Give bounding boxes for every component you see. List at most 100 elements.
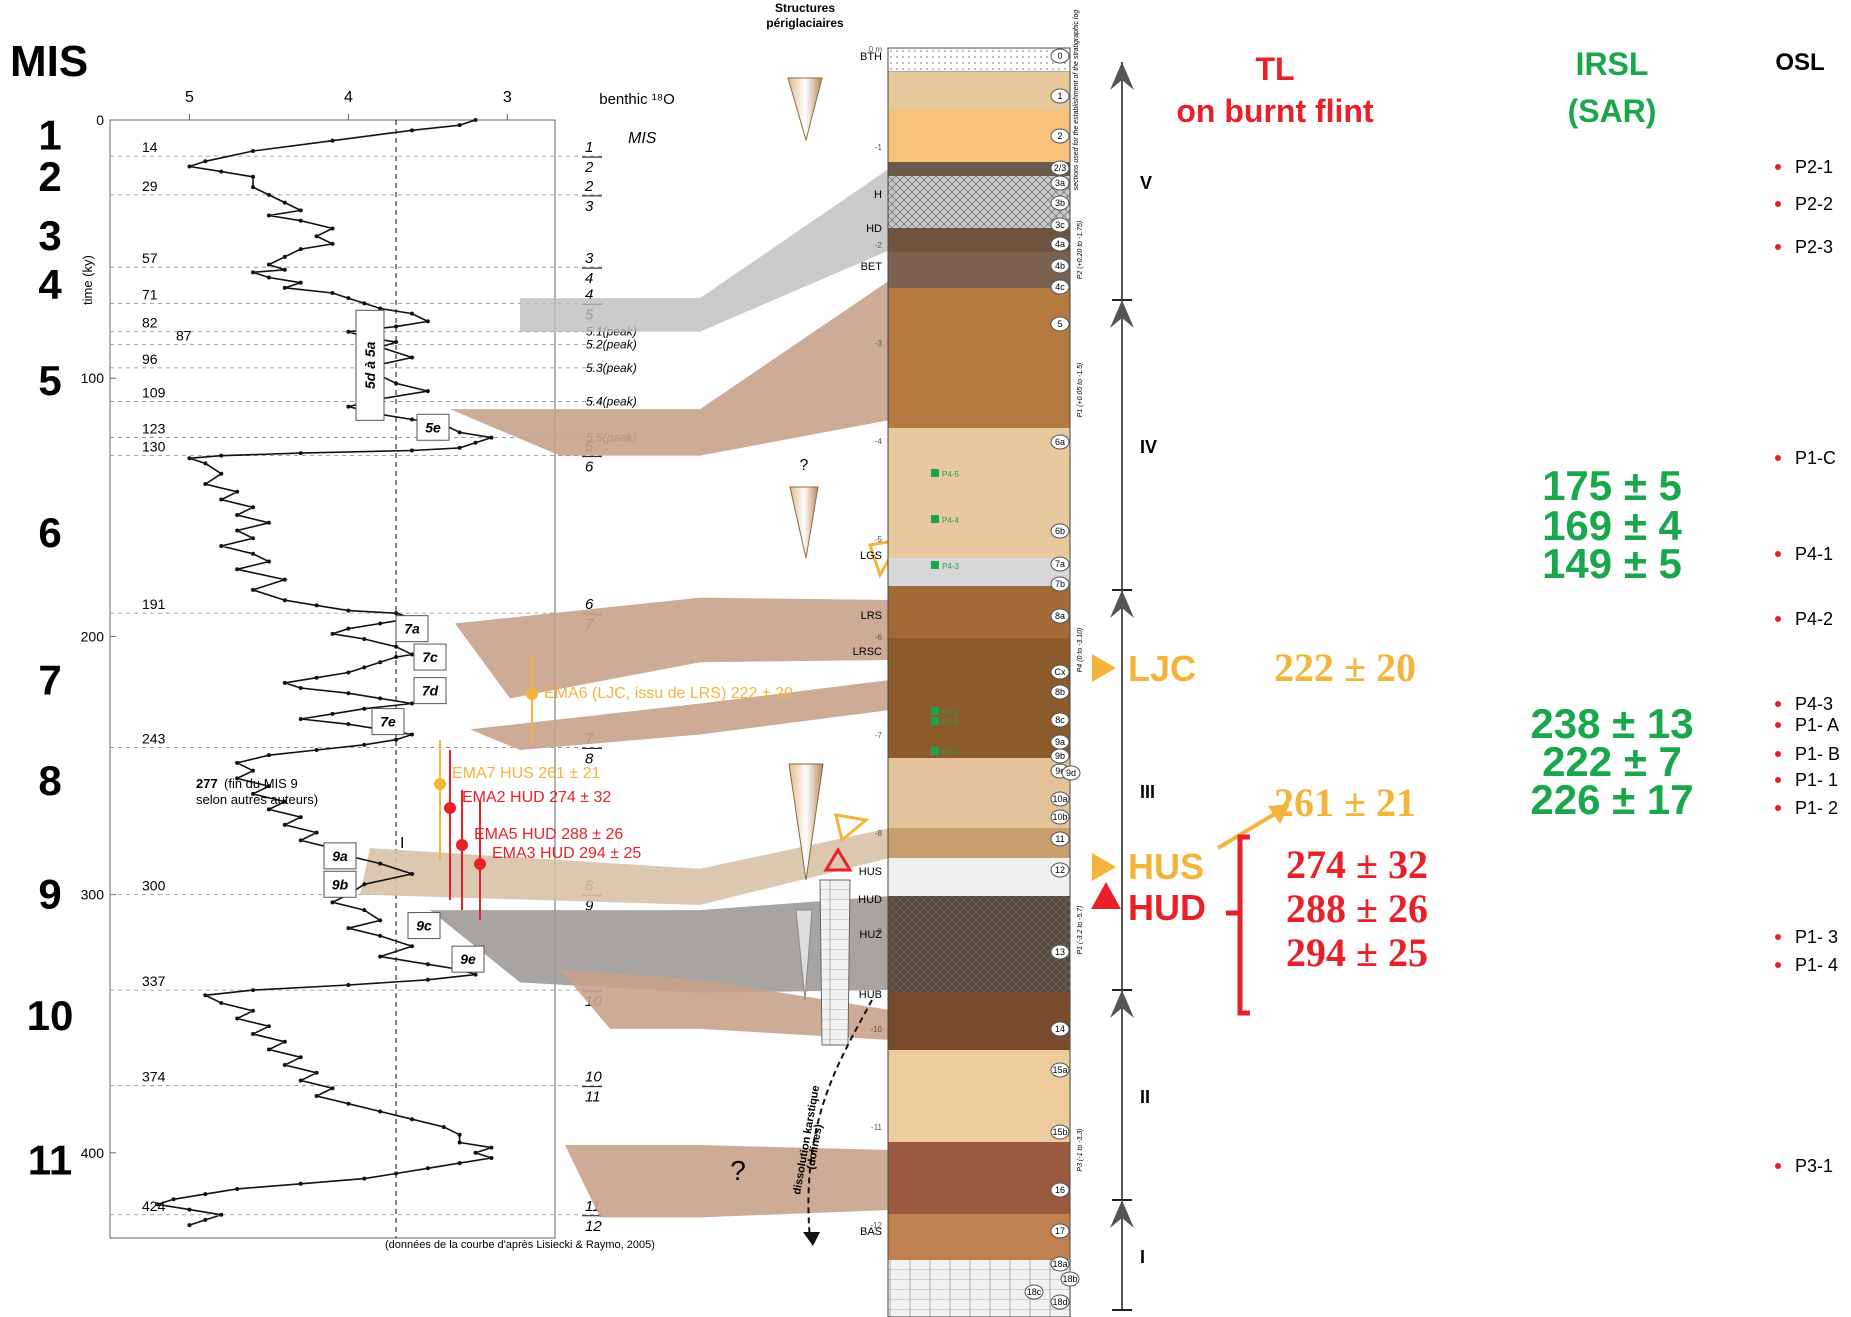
- unit-label: 12: [1055, 865, 1065, 875]
- d18o-point: [473, 972, 478, 977]
- mis-column-title: MIS: [10, 37, 88, 86]
- osl-sample-label: P1- 4: [1795, 955, 1838, 975]
- substage-box: [413, 677, 447, 705]
- ema-label: EMA5 HUD 288 ± 26: [474, 826, 623, 843]
- unit-label: 18a: [1052, 1259, 1067, 1269]
- section-note: P3 (-1 to -3.3): [1077, 1128, 1084, 1171]
- d18o-point: [251, 551, 256, 556]
- level-label: LRSC: [853, 646, 882, 658]
- d18o-point: [378, 1109, 383, 1114]
- d18o-point: [409, 1117, 414, 1122]
- d18o-point: [282, 285, 287, 290]
- unit-marker: [1050, 128, 1070, 144]
- d18o-point: [266, 753, 271, 758]
- d18o-point: [187, 1223, 192, 1228]
- unit-marker: [1050, 712, 1070, 728]
- hud-tl-value-1: 274 ± 32: [1286, 842, 1428, 887]
- osl-sample-label: P4-1: [1795, 544, 1833, 564]
- unit-label: 5: [1057, 319, 1062, 329]
- unit-marker: [1050, 576, 1070, 592]
- d18o-point: [219, 1212, 224, 1217]
- source-note: (données de la courbe d'après Lisiecki &…: [385, 1239, 655, 1251]
- unit-marker: [1050, 236, 1070, 252]
- d18o-point: [251, 270, 256, 275]
- d18o-point: [457, 123, 462, 128]
- sample-square: [931, 707, 939, 715]
- osl-sample-label: P2-3: [1795, 237, 1833, 257]
- substage-label: 5d à 5a: [362, 341, 378, 389]
- unit-marker: [1024, 1284, 1044, 1300]
- d18o-point: [314, 1093, 319, 1098]
- osl-dot: [1775, 1163, 1781, 1169]
- depth-label: -2: [875, 241, 883, 250]
- d18o-point: [378, 861, 383, 866]
- boundary-age-label: 191: [142, 596, 166, 612]
- burnt-flint-marker-hud: [823, 847, 853, 872]
- unit-label: 4b: [1055, 261, 1065, 271]
- unit-label: 9c: [1055, 766, 1065, 776]
- layer-9: [888, 758, 1070, 828]
- d18o-point: [409, 871, 414, 876]
- depth-label: -4: [875, 437, 883, 446]
- d18o-point: [314, 830, 319, 835]
- d18o-point: [235, 489, 240, 494]
- x-tick-label: 4: [344, 89, 353, 106]
- unit-marker: [1050, 1294, 1070, 1310]
- hud-label: HUD: [1128, 887, 1206, 928]
- layer-8b: [888, 638, 1070, 758]
- mis-header-label: MIS: [628, 130, 657, 147]
- d18o-point: [394, 324, 399, 329]
- level-label: HUB: [859, 989, 882, 1001]
- correlation-band: [430, 896, 890, 993]
- layer-6: [888, 428, 1070, 558]
- d18o-point: [457, 1161, 462, 1166]
- boundary-age-label: 374: [142, 1069, 166, 1085]
- tl-header-2: on burnt flint: [1176, 93, 1374, 129]
- irsl-value: 222 ± 7: [1542, 738, 1682, 785]
- osl-header: OSL: [1775, 49, 1824, 76]
- d18o-point: [298, 838, 303, 843]
- hus-label: HUS: [1128, 846, 1204, 887]
- boundary-age-label: 243: [142, 730, 166, 746]
- correlation-band: [360, 828, 890, 905]
- d18o-point: [219, 1001, 224, 1006]
- unit-marker: [1050, 608, 1070, 624]
- fin-mis9-number: 277: [196, 776, 218, 791]
- peak-label: 5.2(peak): [586, 338, 637, 352]
- fin-mis9-text-1: (fin du MIS 9: [224, 776, 298, 791]
- roman-small-i: I: [400, 835, 404, 852]
- osl-sample-label: P3-1: [1795, 1156, 1833, 1176]
- d18o-point: [362, 706, 367, 711]
- d18o-point: [203, 993, 208, 998]
- d18o-point: [298, 717, 303, 722]
- level-label: HUD: [858, 894, 882, 906]
- d18o-point: [346, 296, 351, 301]
- d18o-point: [251, 148, 256, 153]
- unit-label: 15a: [1052, 1065, 1067, 1075]
- y-tick-label: 100: [81, 370, 105, 386]
- unit-marker: [1050, 831, 1070, 847]
- d18o-point: [266, 1024, 271, 1029]
- mis-top-label: 6: [585, 596, 594, 613]
- unit-marker: [1050, 809, 1070, 825]
- d18o-point: [235, 776, 240, 781]
- roman-unit-label: II: [1140, 1087, 1150, 1107]
- d18o-point: [203, 482, 208, 487]
- d18o-point: [330, 900, 335, 905]
- unit-marker: [1050, 279, 1070, 295]
- unit-range-arrow: [1110, 300, 1134, 328]
- depth-label: -11: [871, 1123, 883, 1132]
- d18o-point: [282, 598, 287, 603]
- correlation-band: [520, 168, 890, 332]
- d18o-point: [362, 1176, 367, 1181]
- unit-marker: [1050, 217, 1070, 233]
- layer-7a: [888, 558, 1070, 586]
- correlation-band: [470, 680, 890, 751]
- boundary-age-label: 424: [142, 1198, 166, 1214]
- d18o-point: [346, 670, 351, 675]
- boundary-age-label: 123: [142, 421, 166, 437]
- osl-dot: [1775, 551, 1781, 557]
- unit-marker: [1050, 434, 1070, 450]
- substage-label: 9e: [460, 951, 476, 967]
